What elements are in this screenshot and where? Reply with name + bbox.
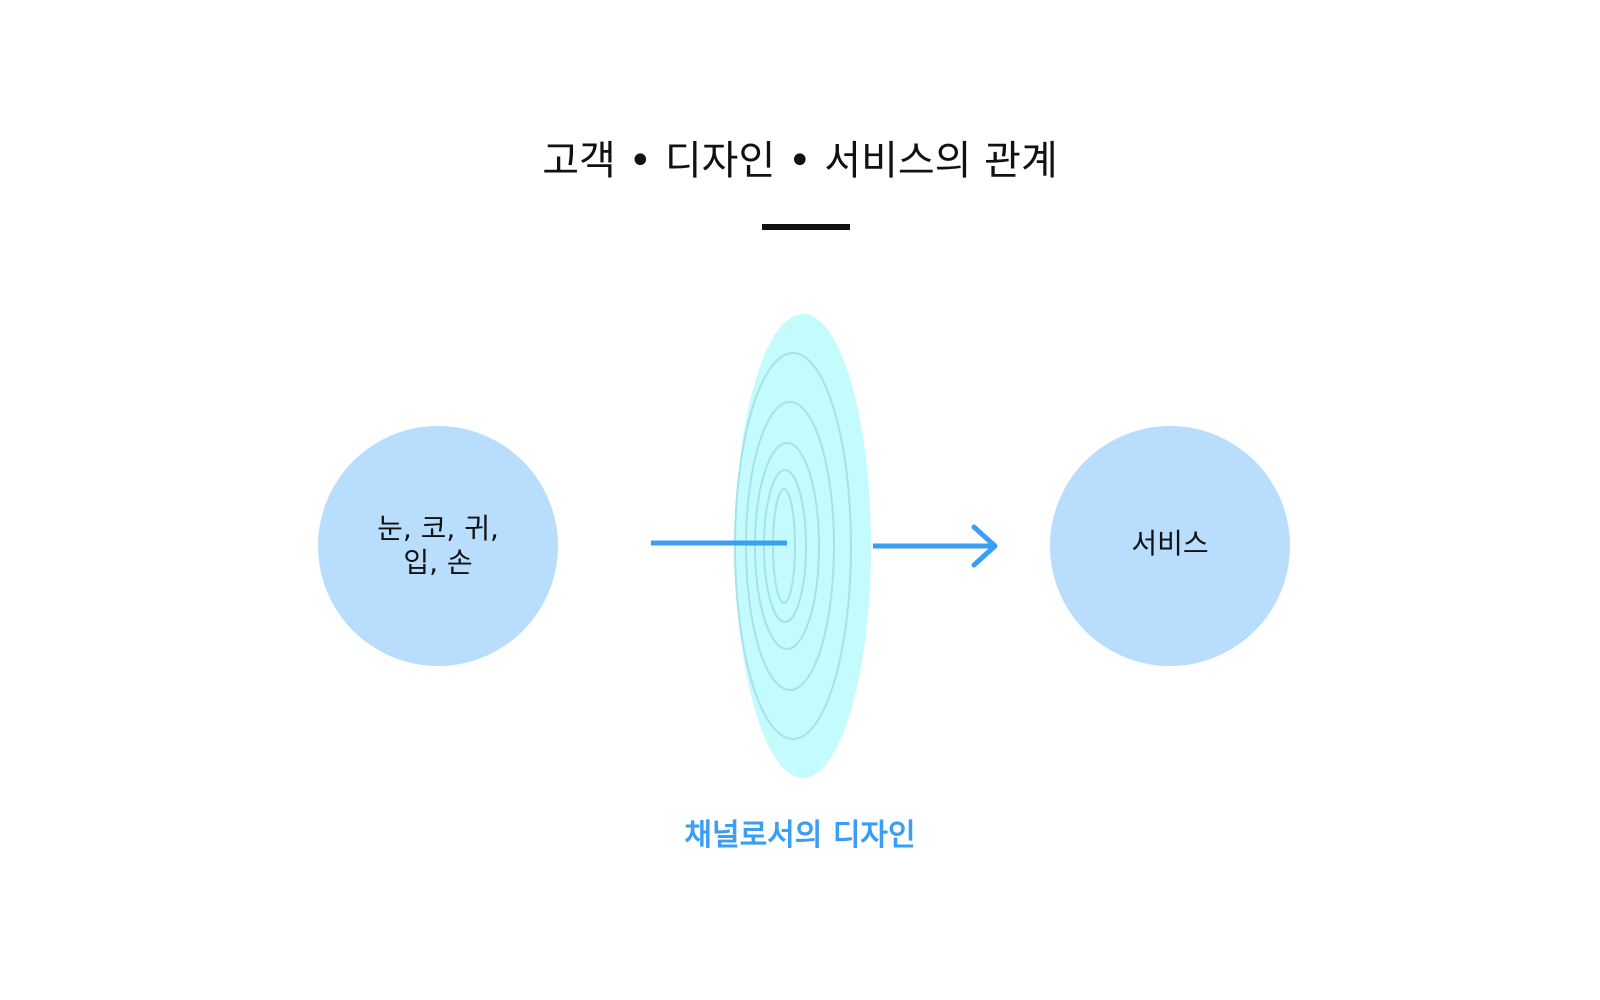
title-underline xyxy=(762,224,850,230)
lens-ring-4 xyxy=(763,469,807,623)
channel-design-caption: 채널로서의 디자인 xyxy=(684,818,916,853)
lens-ring-2 xyxy=(745,401,835,691)
channel-design-lens xyxy=(734,314,871,778)
lens-ring-5 xyxy=(772,488,796,604)
customer-senses-label-line2: 입, 손 xyxy=(403,546,473,579)
lens-ring-3 xyxy=(754,442,820,650)
customer-senses-label-line1: 눈, 코, 귀, xyxy=(377,512,499,545)
right-arrow-icon xyxy=(873,524,998,568)
diagram-title: 고객 • 디자인 • 서비스의 관계 xyxy=(542,138,1058,184)
customer-senses-label: 눈, 코, 귀, 입, 손 xyxy=(318,512,558,580)
lens-ring-1 xyxy=(734,352,852,740)
lens-outer xyxy=(735,314,871,778)
customer-senses-circle xyxy=(318,426,558,666)
service-label: 서비스 xyxy=(1131,527,1209,560)
service-circle xyxy=(1050,426,1290,666)
